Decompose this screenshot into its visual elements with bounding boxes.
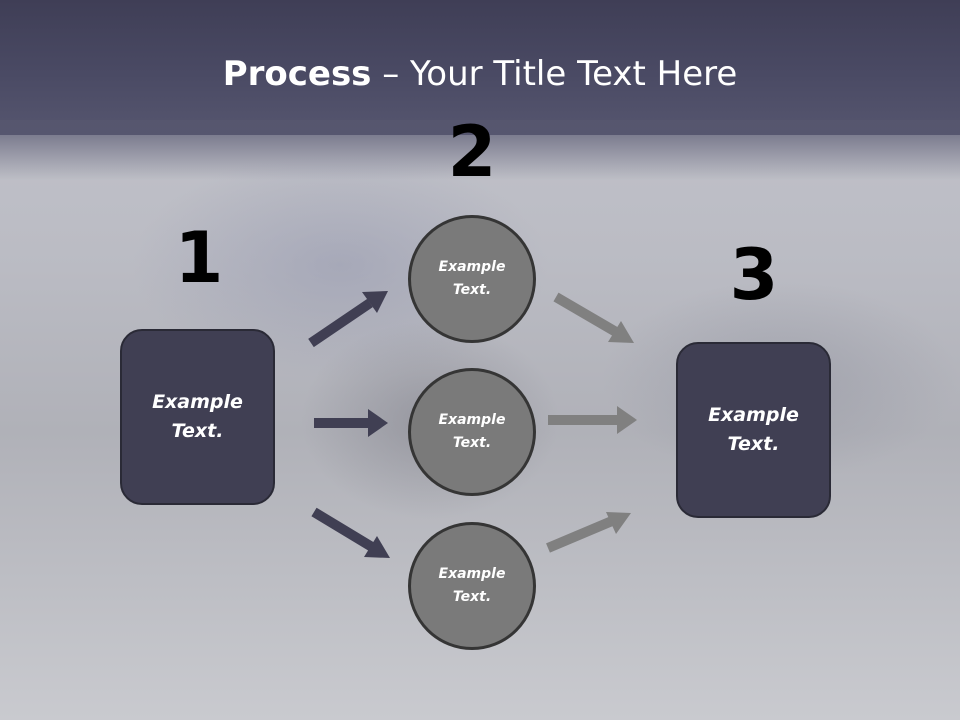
step-number-2: 2 [447,111,497,193]
step-1-box: Example Text. [120,329,275,505]
arrow-top-to-3 [553,292,634,343]
arrow-1-to-top [308,291,388,348]
step-3-box: Example Text. [676,342,831,518]
step-1-text: Example Text. [152,391,243,442]
arrow-1-to-bottom [311,507,390,558]
step-2-circle-top: Example Text. [408,215,536,343]
title-bar-fade [0,120,960,180]
step-2-circle-middle: Example Text. [408,368,536,496]
title-bold: Process [222,54,372,94]
title-rest: – Your Title Text Here [371,54,738,94]
circle-text-top: Example Text. [438,259,506,298]
step-number-3: 3 [729,234,779,316]
step-number-1: 1 [174,217,224,299]
title-bar [0,0,960,135]
arrow-bottom-to-3 [546,512,631,553]
slide-title: Process – Your Title Text Here [0,52,960,96]
circle-text-bottom: Example Text. [438,566,506,605]
arrow-middle-to-3 [548,406,637,434]
circle-text-middle: Example Text. [438,412,506,451]
arrow-1-to-middle [314,409,388,437]
step-2-circle-bottom: Example Text. [408,522,536,650]
step-3-text: Example Text. [708,404,799,455]
